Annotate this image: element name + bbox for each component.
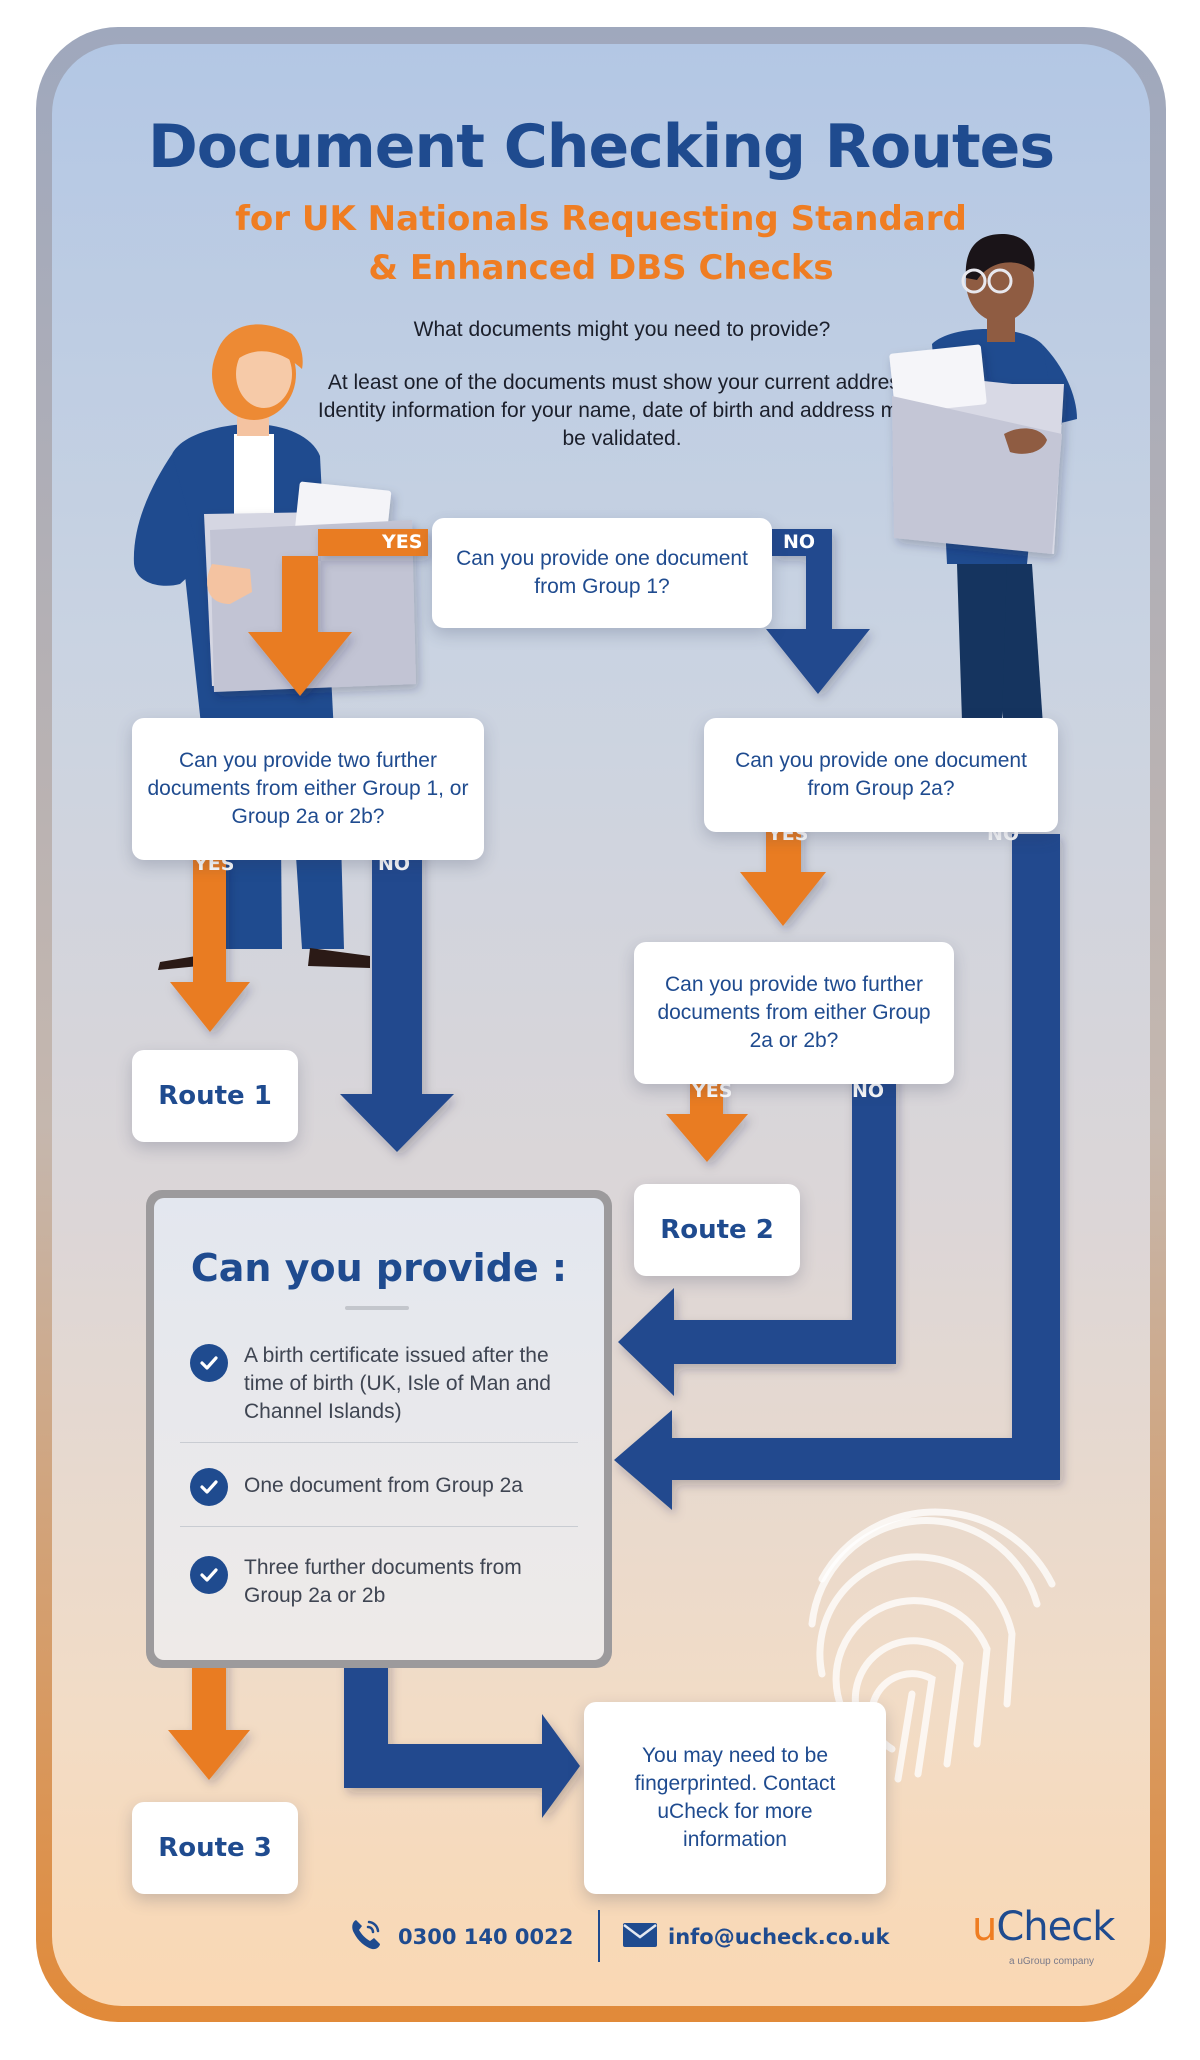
phone-number[interactable]: 0300 140 0022 — [398, 1925, 574, 1949]
arrow-q1-no — [766, 529, 870, 694]
yes-arrows — [168, 529, 826, 1780]
arrow-q2-no — [340, 839, 454, 1152]
ucheck-logo: uCheck — [972, 1904, 1115, 1950]
label-q1-yes: YES — [382, 531, 423, 553]
page-frame: Document Checking Routes for UK National… — [36, 27, 1166, 2022]
label-q4-no: NO — [852, 1080, 885, 1102]
no-arrows — [340, 529, 1060, 1818]
man-illustration — [889, 234, 1077, 796]
question-group2a-or-2b: Can you provide two further documents fr… — [634, 942, 954, 1084]
infographic-card: Document Checking Routes for UK National… — [52, 44, 1150, 2006]
arrow-panel-yes — [168, 1624, 250, 1780]
panel-item-text: A birth certificate issued after the tim… — [244, 1344, 551, 1423]
provide-panel: Can you provide : A birth certificate is… — [146, 1190, 612, 1668]
route-1-box: Route 1 — [132, 1050, 298, 1142]
arrow-q2-yes — [170, 839, 250, 1032]
panel-item-text: Three further documents from Group 2a or… — [244, 1556, 522, 1607]
question-group2a: Can you provide one document from Group … — [704, 718, 1058, 832]
label-q1-no: NO — [783, 531, 816, 553]
intro-note: At least one of the documents must show … — [317, 371, 927, 450]
arrow-q3-no — [614, 834, 1060, 1510]
subtitle-line-1: for UK Nationals Requesting Standard — [235, 199, 967, 239]
arrow-q3-yes — [740, 824, 826, 926]
arrow-q4-no — [618, 1070, 896, 1396]
panel-item-three-further: Three further documents from Group 2a or… — [180, 1554, 578, 1610]
panel-title: Can you provide : — [190, 1246, 568, 1290]
email-address[interactable]: info@ucheck.co.uk — [668, 1925, 890, 1949]
panel-item-group2a: One document from Group 2a — [180, 1466, 578, 1506]
logo-tagline: a uGroup company — [1009, 1956, 1095, 1967]
check-icon — [190, 1556, 228, 1594]
fingerprint-message: You may need to be fingerprinted. Contac… — [584, 1702, 886, 1894]
arrow-q1-yes — [248, 529, 428, 696]
email-icon — [623, 1923, 657, 1947]
label-q4-yes: YES — [692, 1080, 733, 1102]
question-two-further-documents: Can you provide two further documents fr… — [132, 718, 484, 860]
fingerprint-icon — [808, 1508, 1056, 1783]
panel-rule — [345, 1306, 409, 1310]
panel-item-text: One document from Group 2a — [244, 1474, 523, 1497]
arrow-panel-no — [344, 1624, 580, 1818]
intro-question: What documents might you need to provide… — [413, 318, 831, 341]
phone-icon — [352, 1920, 380, 1950]
arrow-q4-yes — [666, 1070, 748, 1162]
page-title: Document Checking Routes — [147, 112, 1055, 182]
question-group1: Can you provide one document from Group … — [432, 518, 772, 628]
route-3-box: Route 3 — [132, 1802, 298, 1894]
check-icon — [190, 1468, 228, 1506]
panel-divider — [180, 1442, 578, 1443]
panel-divider — [180, 1526, 578, 1527]
panel-item-birth-certificate: A birth certificate issued after the tim… — [180, 1342, 578, 1426]
footer-divider — [598, 1910, 600, 1962]
route-2-box: Route 2 — [634, 1184, 800, 1276]
subtitle-line-2: & Enhanced DBS Checks — [368, 248, 834, 288]
check-icon — [190, 1344, 228, 1382]
